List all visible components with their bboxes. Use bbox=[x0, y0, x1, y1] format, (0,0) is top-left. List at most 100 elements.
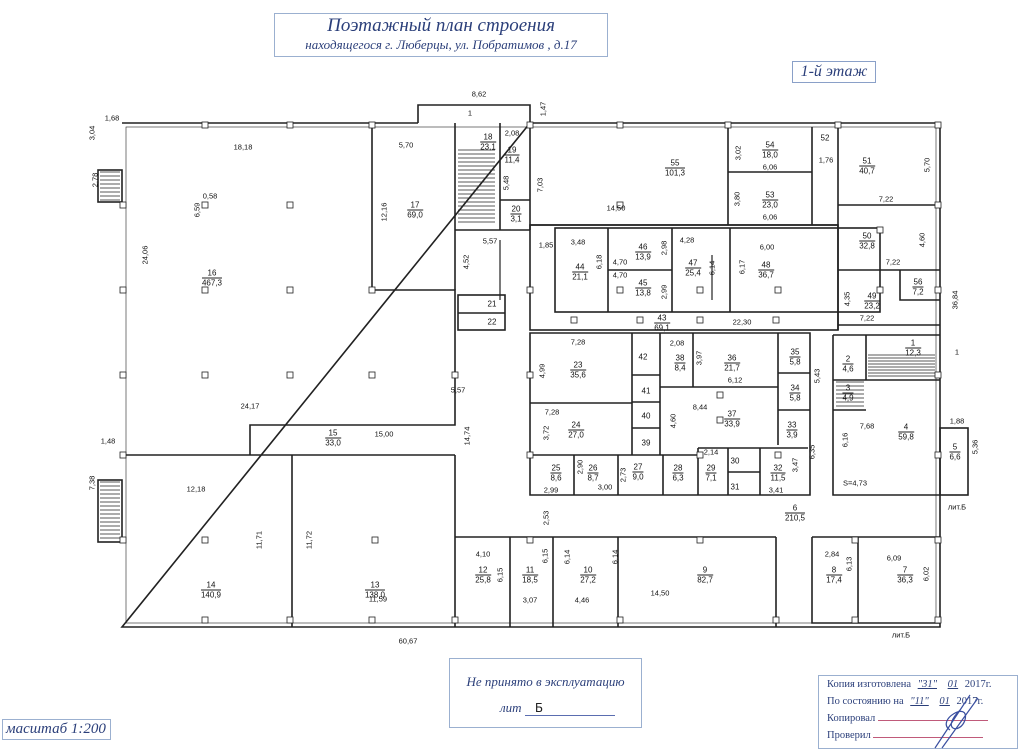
room-number: 12 bbox=[475, 566, 491, 576]
room-area: 8,7 bbox=[587, 473, 599, 483]
room-area: 17,4 bbox=[826, 575, 842, 585]
room-area: 21,1 bbox=[572, 272, 588, 282]
dimension-label: 1 bbox=[467, 108, 473, 118]
plan-address: находящегося г. Люберцы, ул. Побратимов … bbox=[305, 37, 577, 52]
column-marker bbox=[616, 616, 624, 624]
room-label: 30 bbox=[730, 457, 741, 466]
copy-made-day: "31" bbox=[917, 679, 937, 690]
dimension-label: 36,84 bbox=[950, 290, 960, 310]
room-number: 28 bbox=[672, 463, 684, 474]
room-label: 42 bbox=[638, 353, 649, 362]
copy-made-label: Копия изготовлена bbox=[827, 679, 912, 690]
dimension-label: 5,57 bbox=[482, 236, 498, 246]
dimension-label: 3,04 bbox=[87, 125, 97, 141]
room-number: 26 bbox=[587, 463, 599, 474]
dimension-label: 2,98 bbox=[659, 240, 669, 256]
column-marker bbox=[451, 371, 459, 379]
checked-label: Проверил bbox=[827, 730, 871, 741]
room-area: 140,9 bbox=[200, 590, 222, 600]
room-number: 38 bbox=[674, 353, 686, 364]
column-marker bbox=[934, 536, 942, 544]
column-marker bbox=[526, 451, 534, 459]
room-number: 37 bbox=[724, 410, 740, 420]
column-marker bbox=[286, 371, 294, 379]
status-stamp: Не принято в эксплуатацию лит Б bbox=[449, 658, 642, 728]
dimension-label: 11,71 bbox=[254, 530, 264, 550]
room-number: 24 bbox=[568, 421, 584, 431]
room-area: 21,7 bbox=[724, 363, 740, 373]
room-area: 11,5 bbox=[770, 473, 786, 483]
room-number: 44 bbox=[572, 263, 588, 273]
dimension-label: 6,35 bbox=[807, 444, 817, 460]
room-area: 101,3 bbox=[664, 168, 686, 178]
room-number: 50 bbox=[859, 232, 875, 242]
dimension-label: 6,00 bbox=[759, 242, 775, 252]
room-number: 19 bbox=[504, 146, 520, 156]
room-label: 40 bbox=[641, 412, 652, 421]
dimension-label: 3,41 bbox=[768, 485, 784, 495]
dimension-label: 3,97 bbox=[694, 350, 704, 366]
dimension-label: 7,28 bbox=[544, 407, 560, 417]
room-area: 13,8 bbox=[635, 288, 651, 298]
column-marker bbox=[934, 371, 942, 379]
room-number: 43 bbox=[654, 314, 670, 324]
column-marker bbox=[851, 536, 859, 544]
room-number: 7 bbox=[897, 566, 913, 576]
dimension-label: 2,99 bbox=[543, 485, 559, 495]
room-area: 3,9 bbox=[786, 430, 798, 440]
room-number: 8 bbox=[826, 566, 842, 576]
dimension-label: 1,47 bbox=[538, 101, 548, 117]
dimension-label: 11,59 bbox=[368, 594, 388, 604]
column-marker bbox=[286, 201, 294, 209]
column-marker bbox=[851, 616, 859, 624]
room-number: 6 bbox=[784, 504, 806, 514]
columns bbox=[119, 121, 942, 624]
room-label: 39 bbox=[641, 439, 652, 448]
dimension-label: 14,50 bbox=[606, 203, 626, 213]
room-number: 49 bbox=[864, 292, 880, 302]
room-number: 30 bbox=[730, 456, 740, 466]
column-marker bbox=[371, 536, 379, 544]
dimension-label: 4,52 bbox=[461, 254, 471, 270]
dimension-label: 1,88 bbox=[949, 416, 965, 426]
room-area: 33,0 bbox=[325, 438, 341, 448]
dimension-label: 5,48 bbox=[501, 175, 511, 191]
column-marker bbox=[934, 451, 942, 459]
dimension-label: 2,84 bbox=[824, 549, 840, 559]
dimension-label: 8,62 bbox=[471, 89, 487, 99]
state-day: "11" bbox=[910, 696, 929, 707]
dimension-label: 60,67 bbox=[398, 636, 418, 646]
dimension-label: 8,44 bbox=[692, 402, 708, 412]
room-label: 22 bbox=[487, 318, 498, 327]
room-number: 3 bbox=[842, 384, 854, 394]
column-marker bbox=[716, 391, 724, 399]
room-area: 82,7 bbox=[697, 575, 713, 585]
room-number: 11 bbox=[522, 566, 538, 576]
dimension-label: 7,22 bbox=[885, 257, 901, 267]
partition-lines bbox=[499, 240, 713, 300]
column-marker bbox=[876, 286, 884, 294]
dimension-label: 1,68 bbox=[104, 113, 120, 123]
column-marker bbox=[772, 316, 780, 324]
column-marker bbox=[286, 286, 294, 294]
column-marker bbox=[526, 286, 534, 294]
room-number: 35 bbox=[789, 347, 801, 358]
copy-made-year: 2017г. bbox=[964, 679, 992, 690]
copied-label: Копировал bbox=[827, 713, 876, 724]
room-number: 41 bbox=[641, 386, 651, 396]
floor-label: 1-й этаж bbox=[792, 61, 876, 83]
column-marker bbox=[616, 121, 624, 129]
